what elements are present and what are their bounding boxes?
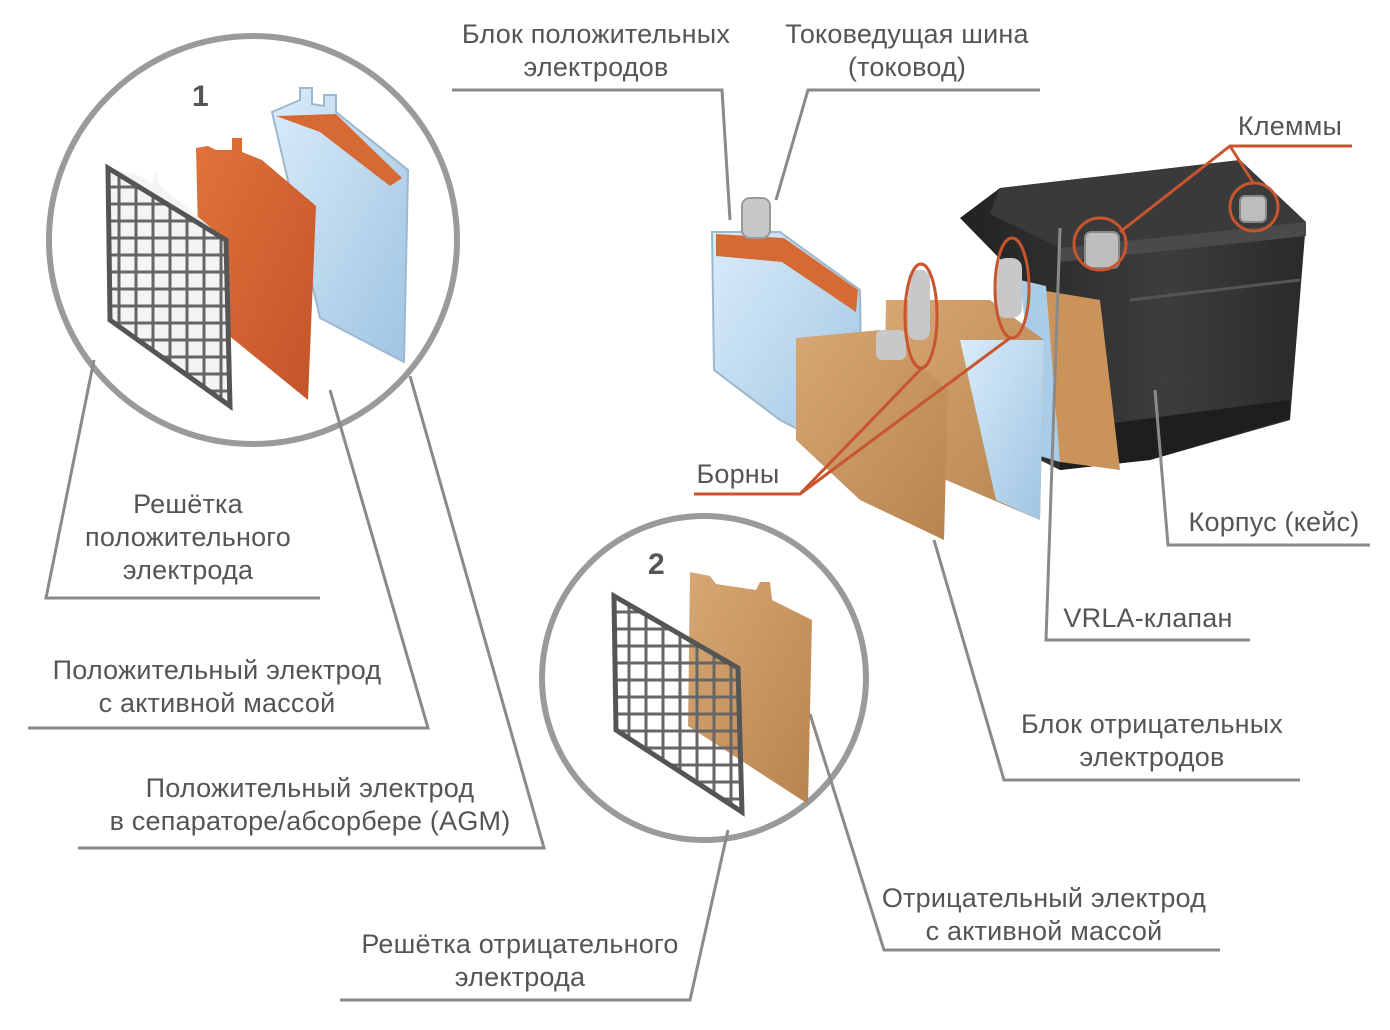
label-negative-block-line2: электродов bbox=[1079, 742, 1225, 772]
label-positive-block-line1: Блок положительных bbox=[461, 19, 731, 49]
label-negative-electrode-line1: Отрицательный электрод bbox=[881, 883, 1207, 913]
terminal-illustration bbox=[1084, 195, 1267, 269]
label-positive-block-line2: электродов bbox=[523, 52, 669, 82]
label-negative-grid: Решётка отрицательного электрода bbox=[350, 928, 690, 994]
label-busbar-line1: Токоведущая шина bbox=[785, 19, 1029, 49]
label-busbar-line2: (токовод) bbox=[847, 52, 967, 82]
label-positive-agm-line2: в сепараторе/абсорбере (AGM) bbox=[109, 806, 511, 836]
detail-circle-2 bbox=[539, 513, 869, 843]
label-negative-grid-line1: Решётка отрицательного bbox=[361, 929, 679, 959]
middle-cell bbox=[884, 258, 1044, 520]
label-positive-grid-line1: Решётка bbox=[133, 489, 243, 519]
circle-2-number: 2 bbox=[648, 548, 665, 581]
circle-1-number: 1 bbox=[192, 80, 209, 113]
label-negative-block-line1: Блок отрицательных bbox=[1021, 709, 1283, 739]
label-positive-grid-line3: электрода bbox=[122, 555, 254, 585]
leader-lines-red bbox=[694, 144, 1352, 496]
label-positive-electrode-line2: с активной массой bbox=[98, 688, 336, 718]
positive-grid-illustration bbox=[105, 163, 233, 411]
label-vrla: VRLA-клапан bbox=[1058, 602, 1238, 635]
label-positive-electrode-line1: Положительный электрод bbox=[52, 655, 382, 685]
agm-plate-illustration bbox=[270, 87, 410, 364]
battery-case bbox=[960, 160, 1306, 470]
label-negative-block: Блок отрицательных электродов bbox=[1010, 708, 1294, 774]
leader-lines bbox=[28, 88, 1370, 1002]
label-positive-block: Блок положительных электродов bbox=[452, 18, 740, 84]
label-posts-line1: Борны bbox=[696, 459, 780, 489]
label-positive-grid: Решётка положительного электрода bbox=[74, 488, 302, 587]
label-case: Корпус (кейс) bbox=[1178, 506, 1370, 539]
label-posts: Борны bbox=[692, 458, 784, 491]
label-vrla-line1: VRLA-клапан bbox=[1063, 603, 1233, 633]
label-negative-electrode: Отрицательный электрод с активной массой bbox=[872, 882, 1216, 948]
label-negative-electrode-line2: с активной массой bbox=[925, 916, 1163, 946]
detail-circle-1 bbox=[46, 33, 460, 447]
label-case-line1: Корпус (кейс) bbox=[1188, 507, 1360, 537]
label-positive-grid-line2: положительного bbox=[85, 522, 291, 552]
negative-grid-illustration bbox=[611, 591, 745, 817]
battery-illustration bbox=[710, 160, 1306, 540]
label-terminals-line1: Клеммы bbox=[1237, 111, 1343, 141]
label-negative-grid-line2: электрода bbox=[454, 962, 586, 992]
label-positive-agm: Положительный электрод в сепараторе/абсо… bbox=[100, 772, 520, 838]
label-positive-electrode: Положительный электрод с активной массой bbox=[38, 654, 396, 720]
label-positive-agm-line1: Положительный электрод bbox=[145, 773, 475, 803]
label-busbar: Токоведущая шина (токовод) bbox=[778, 18, 1036, 84]
positive-plate-illustration bbox=[196, 138, 316, 400]
label-terminals: Клеммы bbox=[1228, 110, 1352, 143]
